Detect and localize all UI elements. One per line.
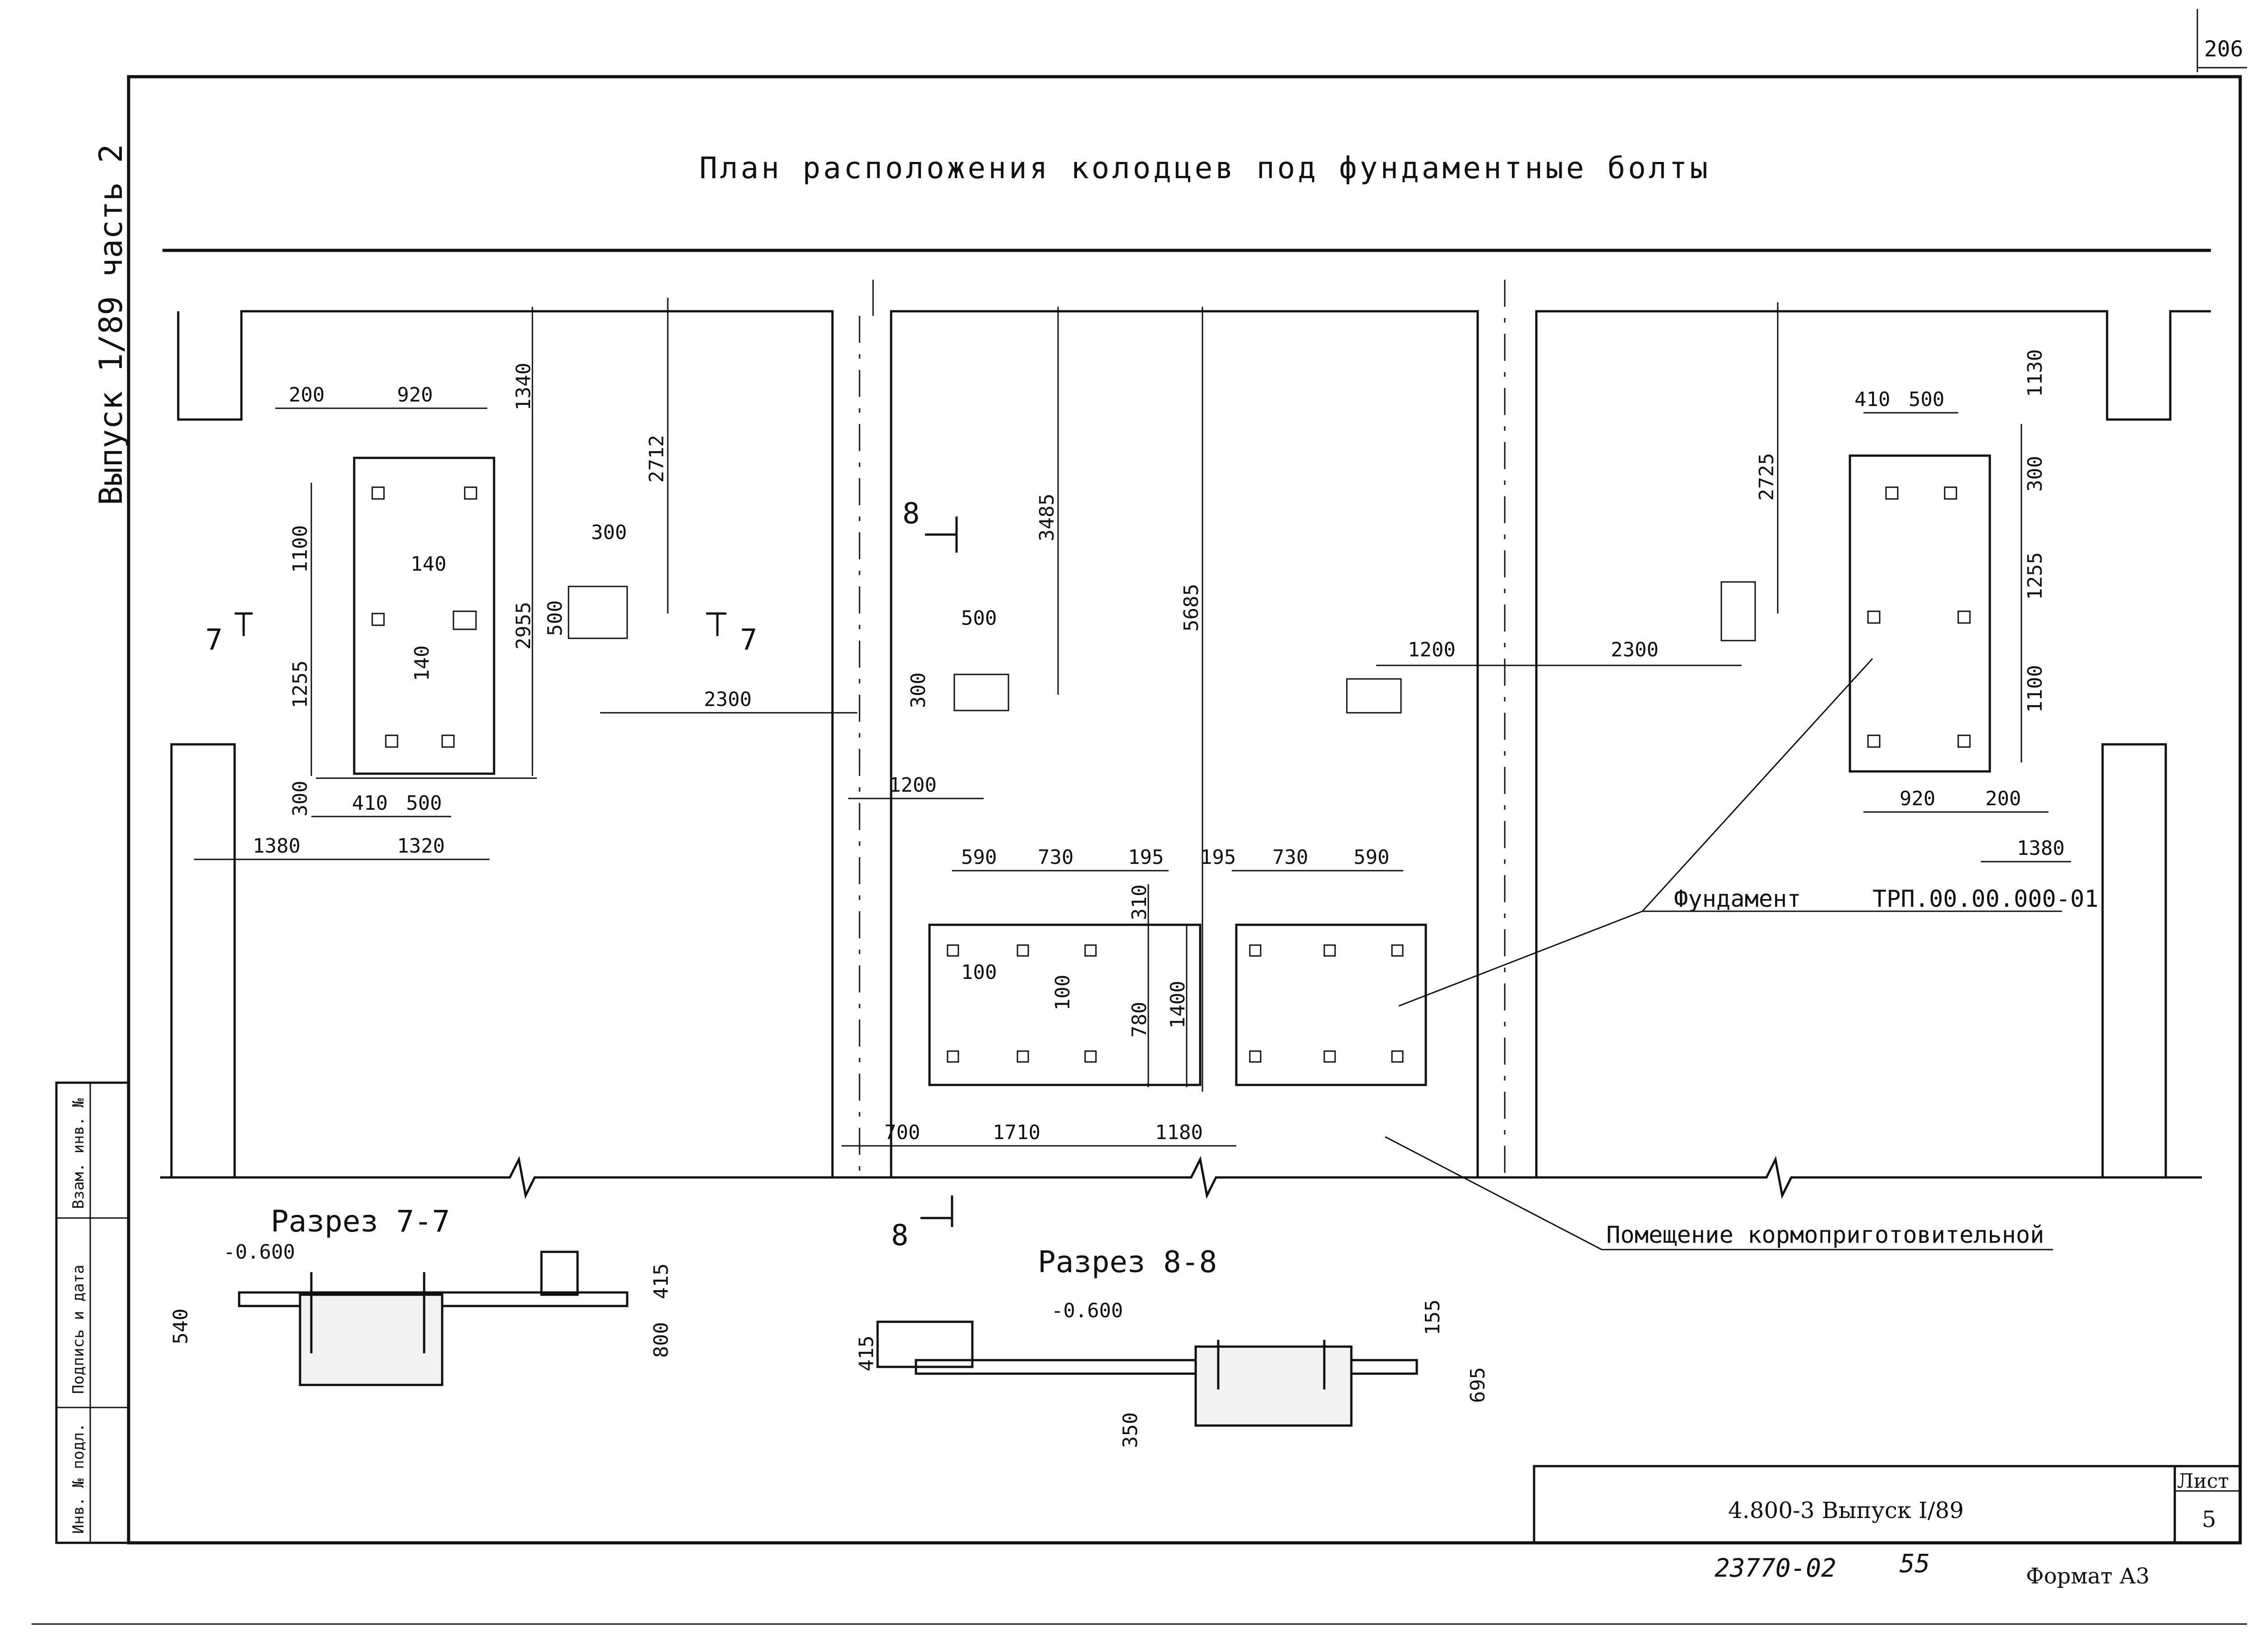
side-col-replace: Взам. инв. №	[69, 1098, 88, 1209]
dim-left: 300	[289, 781, 312, 817]
dim-left: 1320	[397, 835, 445, 858]
dim-right: 1255	[2024, 552, 2047, 600]
dim-right: 500	[1909, 388, 1944, 411]
side-col-inv: Инв. № подл.	[69, 1423, 88, 1534]
column-left	[170, 743, 236, 1179]
section-7-dim: 540	[169, 1309, 192, 1344]
dim-middle: 730	[1272, 846, 1308, 869]
dim-middle: 780	[1128, 1002, 1151, 1038]
dim-middle: 1200	[889, 774, 937, 797]
section-8-dim: 350	[1119, 1412, 1142, 1448]
dim-left: 410	[352, 792, 388, 815]
section-mark-7-right: 7	[740, 623, 758, 657]
stamp-format: Формат А3	[2026, 1564, 2150, 1589]
dim-middle: 3485	[1036, 494, 1059, 541]
dim-left: 200	[289, 383, 324, 406]
dim-left: 500	[544, 600, 567, 636]
dim-left: 1380	[253, 835, 300, 858]
column-right	[2101, 743, 2167, 1179]
foundation-code: ТРП.00.00.000-01	[1872, 886, 2099, 913]
dim-left: 500	[406, 792, 442, 815]
page-title: План расположения колодцев под фундамент…	[699, 151, 1710, 185]
dim-middle: 500	[961, 607, 997, 630]
middle-plate-b	[1235, 923, 1427, 1086]
dim-right: 1200	[1408, 638, 1456, 661]
dim-right: 920	[1900, 787, 1935, 810]
stamp-sheet-label: Лист	[2177, 1470, 2229, 1493]
dim-middle: 100	[1051, 975, 1074, 1011]
title-block	[1533, 1465, 2242, 1544]
side-label: Выпуск 1/89 часть 2	[92, 144, 129, 505]
dim-right: 410	[1854, 388, 1890, 411]
dim-left: 140	[411, 646, 434, 681]
section-mark-7-left: 7	[205, 623, 223, 657]
dim-left: 1255	[289, 660, 312, 708]
dim-right: 1100	[2024, 665, 2047, 713]
section-8-level: -0.600	[1051, 1299, 1123, 1322]
section-8-dim: 155	[1421, 1300, 1444, 1335]
dim-middle: 195	[1200, 846, 1236, 869]
dim-right: 300	[2024, 456, 2047, 492]
dim-middle: 730	[1038, 846, 1073, 869]
stamp-inventory: 23770-02	[1715, 1554, 1836, 1583]
dim-left: 2955	[512, 602, 535, 650]
sheet-number-top: 206	[2204, 37, 2243, 62]
dim-left: 1100	[289, 525, 312, 573]
dim-middle: 310	[1128, 885, 1151, 920]
section-mark-8-bottom: 8	[891, 1219, 909, 1252]
section-8-title: Разрез 8-8	[1038, 1245, 1217, 1279]
section-7-dim: 800	[650, 1322, 673, 1358]
foundation-label: Фундамент	[1674, 886, 1801, 913]
side-stamp	[55, 1081, 130, 1544]
dim-left: 2300	[704, 688, 752, 711]
side-col-sign: Подпись и дата	[69, 1264, 88, 1394]
dim-left: 920	[397, 383, 433, 406]
section-7-title: Разрез 7-7	[271, 1204, 450, 1239]
dim-right: 2725	[1755, 453, 1778, 501]
dim-middle: 100	[961, 961, 997, 984]
dim-middle: 590	[1354, 846, 1389, 869]
dim-middle: 1180	[1155, 1121, 1203, 1144]
section-8-dim: 415	[855, 1336, 878, 1371]
dim-right: 1130	[2024, 349, 2047, 397]
dim-middle: 300	[907, 673, 930, 708]
section-mark-8-top: 8	[902, 497, 920, 531]
dim-left: 2712	[645, 435, 668, 483]
section-8-dim: 695	[1466, 1367, 1489, 1403]
dim-middle: 700	[884, 1121, 920, 1144]
room-label: Помещение кормоприготовительной	[1606, 1222, 2044, 1249]
stamp-sheet-no: 5	[2202, 1506, 2216, 1532]
dim-middle: 590	[961, 846, 997, 869]
dim-right: 200	[1985, 787, 2021, 810]
section-7-level: -0.600	[223, 1241, 295, 1264]
middle-plate-a	[928, 923, 1202, 1086]
dim-left: 1340	[512, 363, 535, 411]
stamp-inventory-no: 55	[1900, 1549, 1930, 1578]
left-plate	[353, 457, 495, 775]
dim-right: 2300	[1611, 638, 1659, 661]
dim-middle: 195	[1128, 846, 1164, 869]
dim-middle: 1710	[993, 1121, 1040, 1144]
section-7-dim: 415	[650, 1264, 673, 1299]
dim-middle: 5685	[1180, 584, 1203, 632]
dim-left: 300	[591, 521, 627, 544]
dim-right: 1380	[2017, 837, 2065, 860]
dim-left: 140	[411, 553, 446, 576]
stamp-code: 4.800-3 Выпуск I/89	[1728, 1497, 1964, 1523]
right-plate	[1849, 454, 1991, 773]
sheet-frame	[127, 75, 2242, 1545]
dim-middle: 1400	[1166, 981, 1189, 1029]
